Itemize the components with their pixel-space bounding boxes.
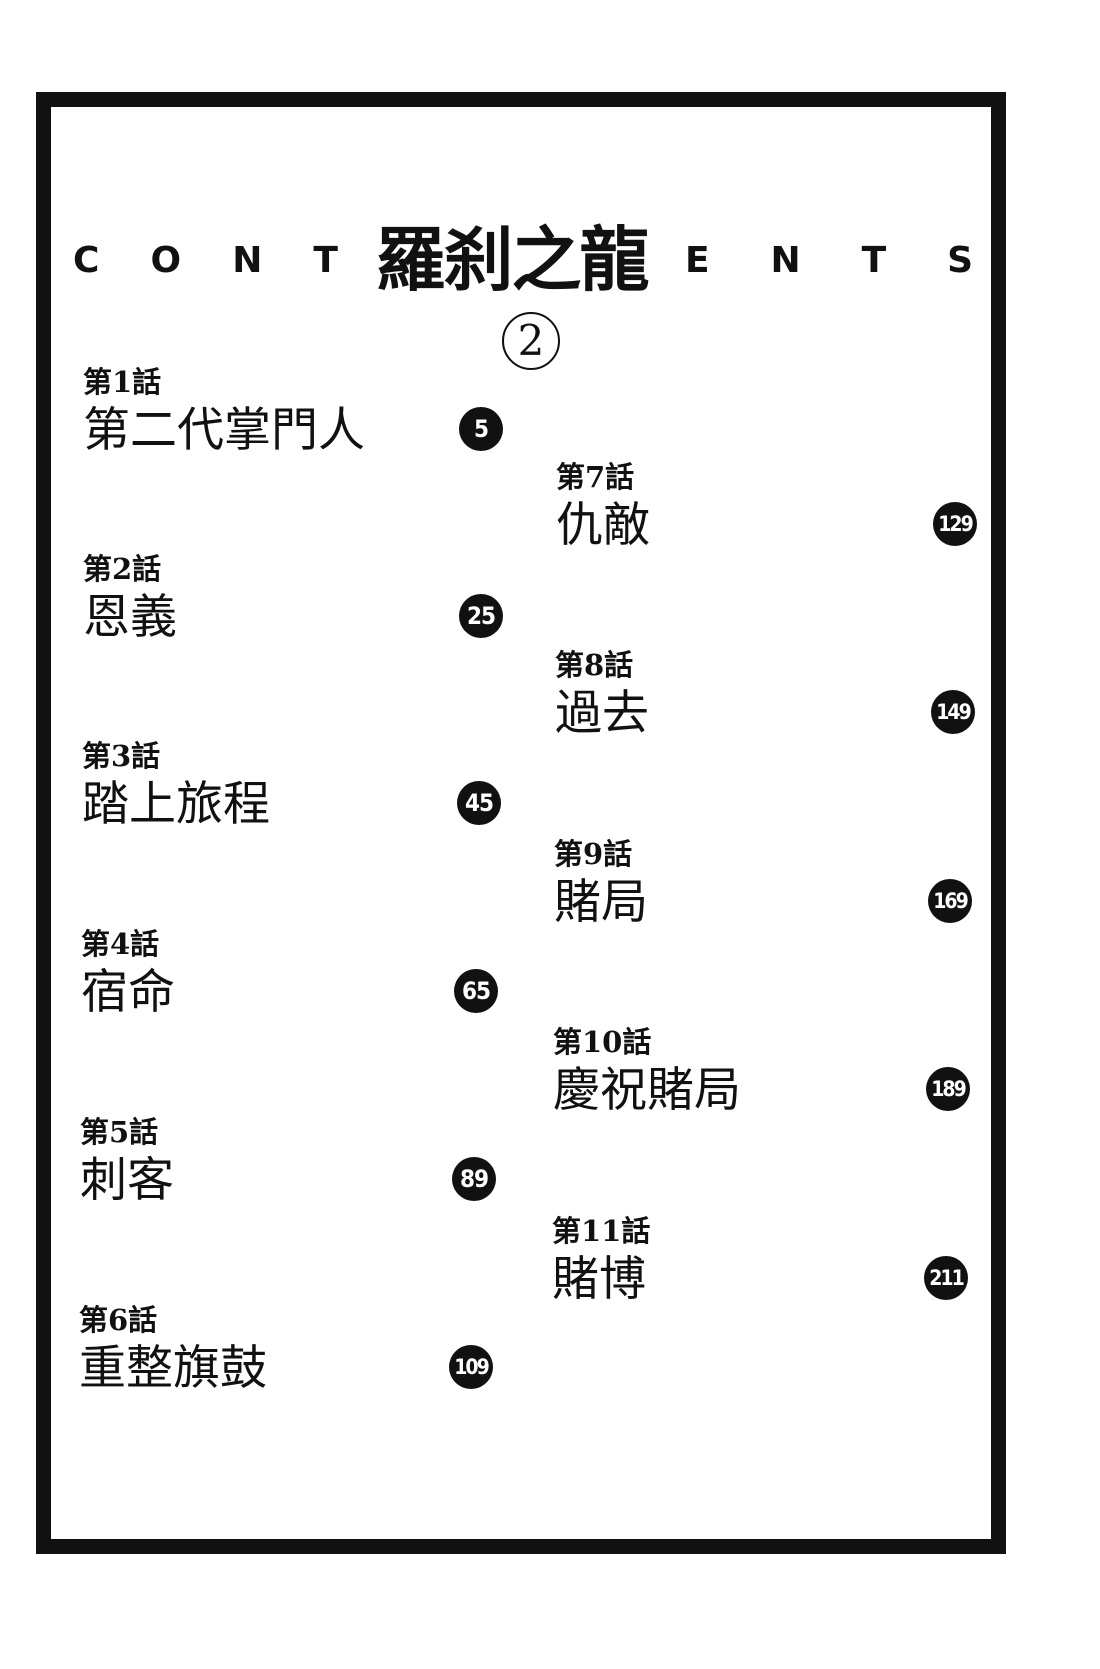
chapter-entry[interactable]: 第9話 賭局 169 — [554, 837, 974, 933]
episode-label: 第7話 — [556, 460, 635, 494]
chapter-entry[interactable]: 第3話 踏上旅程 45 — [82, 739, 501, 835]
title-letter: T — [313, 239, 338, 281]
chapter-title: 恩義 — [83, 590, 177, 645]
book-title: 羅刹之龍 — [375, 218, 650, 301]
contents-title: C O N T 羅刹之龍 E N T S — [51, 205, 991, 315]
chapter-entry[interactable]: 第5話 刺客 89 — [80, 1115, 496, 1211]
title-letter: E — [685, 239, 710, 281]
chapter-title: 過去 — [555, 686, 649, 741]
title-letter: S — [947, 239, 973, 281]
title-letter: T — [861, 239, 887, 281]
chapter-entry[interactable]: 第1話 第二代掌門人 5 — [83, 365, 503, 461]
chapter-entry[interactable]: 第4話 宿命 65 — [81, 927, 498, 1023]
page-number-badge: 109 — [449, 1345, 493, 1389]
episode-label: 第6話 — [79, 1303, 158, 1337]
page-number-badge: 211 — [924, 1256, 968, 1300]
chapter-entry[interactable]: 第2話 恩義 25 — [83, 552, 503, 648]
chapter-title: 刺客 — [80, 1153, 174, 1208]
chapter-entry[interactable]: 第8話 過去 149 — [555, 648, 975, 744]
chapter-entry[interactable]: 第6話 重整旗鼓 109 — [79, 1303, 493, 1399]
contents-title-right: E N T S — [685, 240, 973, 281]
page-number-badge: 89 — [452, 1157, 496, 1201]
chapter-title: 賭局 — [554, 875, 648, 930]
chapter-title: 重整旗鼓 — [79, 1341, 267, 1396]
chapter-entry[interactable]: 第11話 賭博 211 — [552, 1214, 972, 1310]
page-number-badge: 25 — [459, 594, 503, 638]
page-number-badge: 5 — [459, 407, 503, 451]
page-number-badge: 149 — [931, 690, 975, 734]
chapter-entry[interactable]: 第10話 慶祝賭局 189 — [553, 1025, 973, 1121]
episode-label: 第10話 — [553, 1025, 652, 1059]
episode-label: 第5話 — [80, 1115, 159, 1149]
page-number-badge: 189 — [926, 1067, 970, 1111]
chapter-entry[interactable]: 第7話 仇敵 129 — [556, 460, 977, 556]
title-letter: C — [73, 239, 100, 281]
title-letter: N — [232, 239, 263, 281]
chapter-title: 第二代掌門人 — [83, 403, 365, 458]
volume-number: 2 — [502, 312, 560, 370]
contents-title-left: C O N T — [73, 240, 338, 281]
episode-label: 第3話 — [82, 739, 161, 773]
chapter-title: 慶祝賭局 — [553, 1063, 741, 1118]
contents-frame: C O N T 羅刹之龍 E N T S 2 第1話 第二代掌門人 5 第2話 … — [36, 92, 1006, 1554]
page-number-badge: 45 — [457, 781, 501, 825]
chapter-title: 仇敵 — [556, 498, 650, 553]
chapter-title: 踏上旅程 — [82, 777, 270, 832]
episode-label: 第4話 — [81, 927, 160, 961]
episode-label: 第9話 — [554, 837, 633, 871]
chapter-title: 賭博 — [552, 1252, 646, 1307]
page-number-badge: 129 — [933, 502, 977, 546]
episode-label: 第8話 — [555, 648, 634, 682]
episode-label: 第2話 — [83, 552, 162, 586]
episode-label: 第11話 — [552, 1214, 651, 1248]
title-letter: N — [770, 239, 801, 281]
chapter-title: 宿命 — [81, 965, 175, 1020]
page-number-badge: 169 — [928, 879, 972, 923]
page-number-badge: 65 — [454, 969, 498, 1013]
episode-label: 第1話 — [83, 365, 162, 399]
title-letter: O — [150, 239, 182, 281]
